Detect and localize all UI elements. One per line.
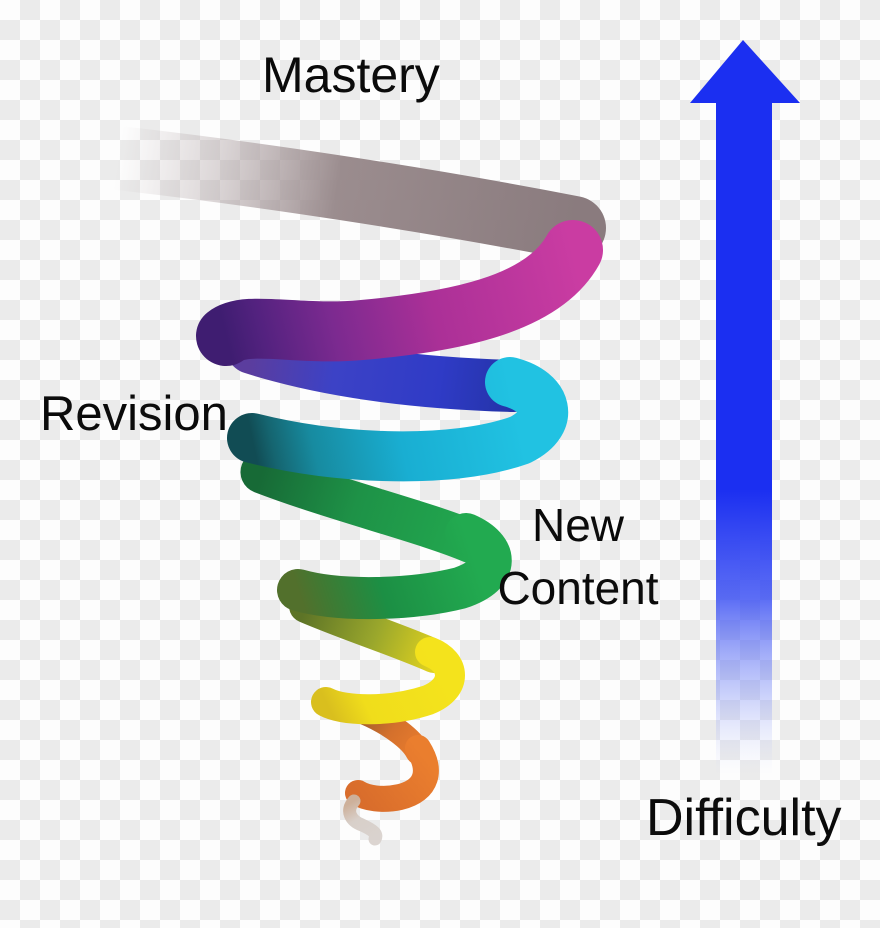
label-new-content-line2: Content — [497, 562, 659, 614]
label-difficulty: Difficulty — [646, 789, 842, 847]
difficulty-up-arrow-icon — [690, 40, 800, 775]
spiral-band-green-back — [240, 450, 494, 564]
spiral-coil — [86, 126, 606, 846]
spiral-band-cyan-teal — [227, 357, 568, 482]
spiral-band-magenta-purple — [196, 220, 603, 366]
spiral-band-yellow — [311, 637, 465, 725]
spiral-band-fading-gray — [86, 126, 606, 260]
arrow-head — [690, 40, 800, 103]
label-mastery: Mastery — [262, 47, 440, 103]
label-revision: Revision — [40, 387, 228, 441]
spiral-tail-pale — [343, 794, 383, 846]
label-new-content-line1: New — [531, 499, 625, 551]
arrow-shaft — [716, 96, 772, 775]
spiral-band-green-front — [277, 513, 512, 620]
spiral-band-orange-front — [345, 735, 439, 812]
